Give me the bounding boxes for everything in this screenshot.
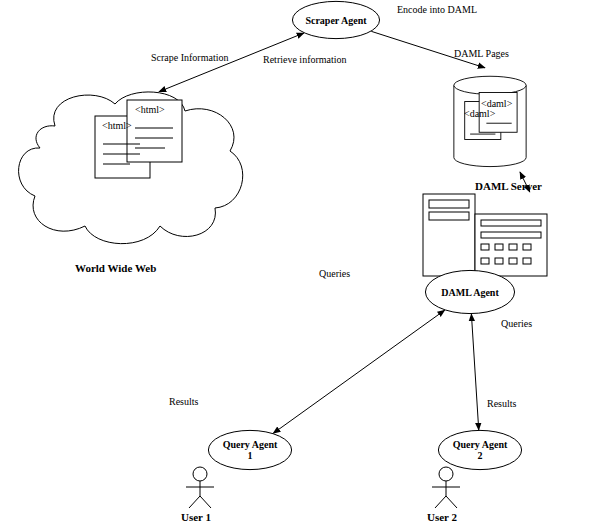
connector-arrow — [273, 310, 444, 433]
edge-note: Retrieve information — [262, 54, 348, 65]
edge-label: Queries — [500, 318, 533, 329]
user-figure — [432, 467, 460, 508]
agent-ellipse: DAML Agent — [425, 270, 515, 314]
tag-text: <daml> — [464, 108, 495, 119]
tag-text: <html> — [102, 120, 132, 131]
node-heading: DAML Server — [475, 180, 542, 192]
connector-arrow — [471, 314, 478, 430]
tag-text: <html> — [135, 104, 165, 115]
edge-note: Results — [168, 396, 199, 407]
edge-label: Encode into DAML — [396, 4, 478, 15]
edge-label: Queries — [318, 268, 351, 279]
user-label: User 2 — [426, 511, 458, 523]
agent-ellipse: Query Agent 2 — [438, 430, 522, 470]
daml-server-drawing — [415, 178, 555, 278]
edge-note: Results — [486, 398, 517, 409]
agent-ellipse: Scraper Agent — [292, 1, 380, 39]
user-label: User 1 — [180, 511, 212, 523]
agent-name: Query Agent 2 — [450, 439, 510, 461]
daml-pages-store: DAML Pages <daml><daml> — [440, 48, 540, 172]
tag-text: DAML Pages — [454, 48, 509, 59]
daml-server: DAML Server — [415, 178, 555, 278]
edge-label: Scrape Information — [150, 52, 229, 63]
agent-ellipse: Query Agent 1 — [208, 430, 292, 470]
agent-name: Query Agent 1 — [220, 439, 280, 461]
agent-name: DAML Agent — [441, 287, 499, 298]
tag-text: <daml> — [481, 98, 512, 109]
agent-name: Scraper Agent — [305, 15, 366, 26]
node-heading: World Wide Web — [75, 262, 156, 274]
web-cloud: <html><html> World Wide Web — [15, 86, 255, 276]
user-figure — [186, 467, 214, 508]
